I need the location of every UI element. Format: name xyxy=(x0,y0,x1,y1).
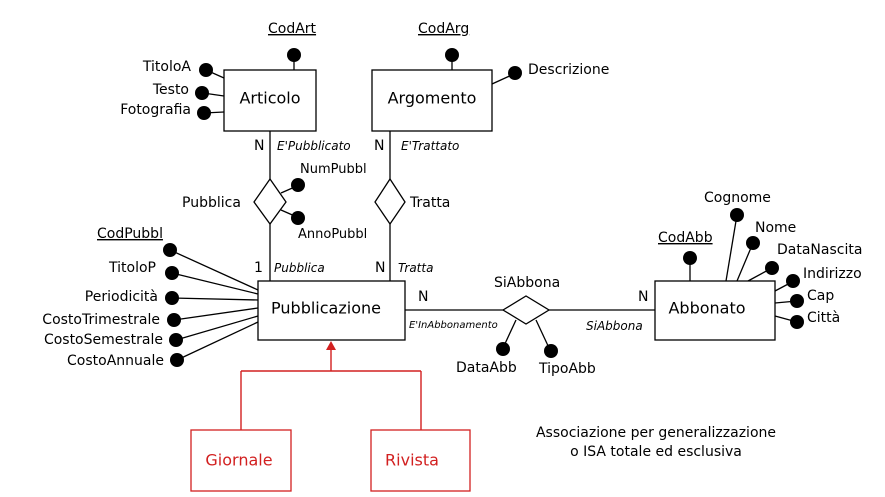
entity-giornale: Giornale xyxy=(190,429,292,492)
attr-indirizzo-label: Indirizzo xyxy=(803,266,862,282)
card-pubbl-tratta: N xyxy=(375,260,385,276)
entity-abbonato: Abbonato xyxy=(654,280,776,341)
link-cognome xyxy=(725,214,738,282)
link-titolop xyxy=(171,272,259,295)
attr-annopubbl-label: AnnoPubbl xyxy=(298,227,367,242)
attr-codabb-dot xyxy=(683,251,697,265)
attr-nome-dot xyxy=(746,236,760,250)
card-abbonato-siabbona: N xyxy=(638,289,648,305)
link-periodicita xyxy=(171,297,259,301)
attr-periodicita-dot xyxy=(165,291,179,305)
role-pubblica: Pubblica xyxy=(274,261,325,275)
attr-descrizione-label: Descrizione xyxy=(528,62,609,78)
attr-numpubbl-label: NumPubbl xyxy=(300,162,367,177)
attr-codart-dot xyxy=(287,48,301,62)
relationship-tratta xyxy=(374,177,406,226)
link-costosemestrale xyxy=(175,315,259,341)
entity-rivista-label: Rivista xyxy=(385,451,439,470)
attr-nome-label: Nome xyxy=(755,220,796,236)
attr-indirizzo-dot xyxy=(786,274,800,288)
attr-fotografia-label: Fotografia xyxy=(120,102,191,118)
relationship-pubblica-label: Pubblica xyxy=(182,195,241,211)
card-pubbl-pubblica: 1 xyxy=(254,260,263,276)
attribute-labels: CodArt CodArg TitoloA Testo Fotografia D… xyxy=(42,21,862,377)
attr-costosemestrale-dot xyxy=(169,333,183,347)
entity-pubblicazione: Pubblicazione xyxy=(257,280,406,341)
attr-cognome-label: Cognome xyxy=(704,190,771,206)
attr-codabb-label: CodAbb xyxy=(658,230,713,246)
entity-rivista: Rivista xyxy=(370,429,471,492)
attr-costosemestrale-label: CostoSemestrale xyxy=(44,332,163,348)
attr-fotografia-dot xyxy=(197,106,211,120)
relationship-pubblica xyxy=(253,177,287,226)
attr-codpubbl-dot xyxy=(163,243,177,257)
attr-cognome-dot xyxy=(730,208,744,222)
attr-titoloa-label: TitoloA xyxy=(142,59,192,75)
role-etrattato: E'Trattato xyxy=(401,139,459,153)
role-epubblicato: E'Pubblicato xyxy=(277,139,351,153)
role-siabbona: SiAbbona xyxy=(586,319,643,333)
isa-arrowhead xyxy=(326,341,336,350)
attr-titolop-dot xyxy=(165,266,179,280)
attr-citta-label: Città xyxy=(807,310,840,326)
attr-citta-dot xyxy=(790,315,804,329)
attr-codpubbl-label: CodPubbl xyxy=(97,226,163,242)
attr-datanascita-label: DataNascita xyxy=(777,242,862,258)
attribute-dots xyxy=(163,48,804,367)
entity-abbonato-label: Abbonato xyxy=(668,299,745,318)
entity-articolo: Articolo xyxy=(223,69,317,132)
attr-costoannuale-dot xyxy=(170,353,184,367)
note-line-2: o ISA totale ed esclusiva xyxy=(570,444,742,460)
attr-periodicita-label: Periodicità xyxy=(85,289,158,305)
attr-descrizione-dot xyxy=(508,66,522,80)
link-codpubbl xyxy=(169,249,259,291)
attr-tipoabb-label: TipoAbb xyxy=(538,361,596,377)
attr-dataabb-label: DataAbb xyxy=(456,360,517,376)
attr-dataabb-dot xyxy=(496,342,510,356)
attr-tipoabb-dot xyxy=(544,344,558,358)
roles-and-cardinalities: N E'Pubblicato N E'Trattato 1 Pubblica N… xyxy=(254,138,648,333)
attr-titoloa-dot xyxy=(199,63,213,77)
attr-annopubbl-dot xyxy=(291,211,305,225)
attr-cap-dot xyxy=(790,294,804,308)
card-argomento-tratta: N xyxy=(374,138,384,154)
isa-generalization xyxy=(240,341,422,430)
attr-titolop-label: TitoloP xyxy=(108,260,156,276)
attr-costoannuale-label: CostoAnnuale xyxy=(67,353,164,369)
isa-note: Associazione per generalizzazione o ISA … xyxy=(536,425,776,460)
attr-codarg-label: CodArg xyxy=(418,21,469,37)
entity-argomento-label: Argomento xyxy=(388,89,477,108)
attr-codart-label: CodArt xyxy=(268,21,317,37)
attr-cap-label: Cap xyxy=(807,288,834,304)
role-tratta: Tratta xyxy=(398,261,433,275)
link-costotrimestrale xyxy=(173,307,259,321)
attr-testo-dot xyxy=(195,86,209,100)
entity-giornale-label: Giornale xyxy=(205,451,272,470)
entity-pubblicazione-label: Pubblicazione xyxy=(271,299,381,318)
entity-articolo-label: Articolo xyxy=(239,89,300,108)
card-pubbl-siabbona: N xyxy=(418,289,428,305)
entity-argomento: Argomento xyxy=(371,69,493,132)
relationship-siabbona xyxy=(501,295,551,325)
attr-costotrimestrale-dot xyxy=(167,313,181,327)
relationship-tratta-label: Tratta xyxy=(409,195,450,211)
attr-codarg-dot xyxy=(445,48,459,62)
role-einabbonamento: E'InAbbonamento xyxy=(409,320,498,331)
note-line-1: Associazione per generalizzazione xyxy=(536,425,776,441)
attr-testo-label: Testo xyxy=(152,82,189,98)
attr-costotrimestrale-label: CostoTrimestrale xyxy=(42,312,160,328)
attr-datanascita-dot xyxy=(765,261,779,275)
attr-numpubbl-dot xyxy=(291,178,305,192)
link-costoannuale xyxy=(176,321,259,361)
relationship-siabbona-label: SiAbbona xyxy=(494,275,560,291)
card-articolo-pubblica: N xyxy=(254,138,264,154)
